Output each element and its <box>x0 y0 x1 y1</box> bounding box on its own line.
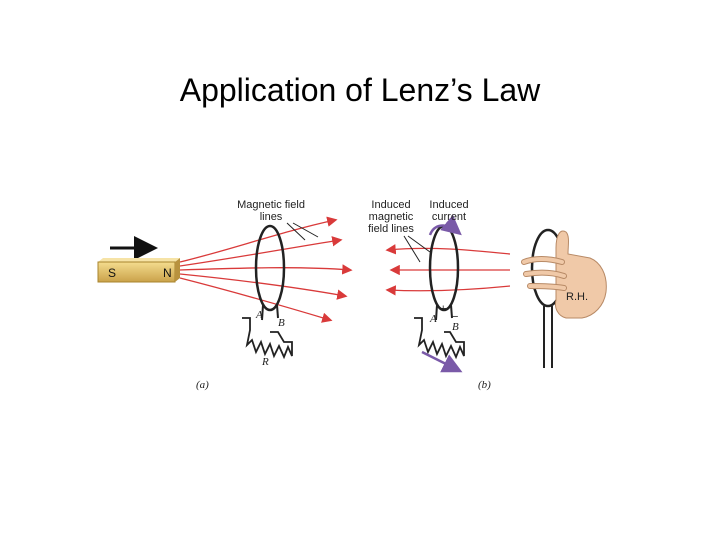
resistor-label: R <box>261 356 269 368</box>
terminal-a-label: A <box>255 309 263 321</box>
minus-sign: − <box>452 311 458 323</box>
induced-current-label-line2: current <box>432 211 466 223</box>
panel-b: Induced magnetic field lines Induced cur… <box>368 199 511 391</box>
resistor-b <box>414 317 465 360</box>
induced-field-label-line2: magnetic <box>369 211 414 223</box>
magnet-south-label: S <box>108 266 116 280</box>
terminal-b-label: B <box>278 317 285 329</box>
caption-b: (b) <box>478 379 491 391</box>
coil-loop-b <box>428 224 460 312</box>
induced-current-arrow-bottom <box>421 350 463 373</box>
right-hand-label: R.H. <box>566 291 588 303</box>
terminal-b-label-b: B <box>452 321 459 333</box>
induced-current-label-line1: Induced <box>429 199 468 211</box>
plus-sign: + <box>440 303 446 315</box>
bar-magnet <box>97 258 180 283</box>
terminal-a-label-b: A <box>429 313 437 325</box>
panel-a: S N Magnetic field lines A B R (a) <box>97 199 353 391</box>
hand-icon <box>521 230 607 319</box>
magnet-north-label: N <box>163 266 172 280</box>
induced-field-label-line1: Induced <box>371 199 410 211</box>
resistor-a <box>242 317 293 360</box>
field-label-line2: lines <box>260 211 283 223</box>
right-hand-rule: R.H. <box>521 228 607 368</box>
induced-field-label-line3: field lines <box>368 223 414 235</box>
slide-title: Application of Lenz’s Law <box>179 72 541 108</box>
caption-a: (a) <box>196 379 209 391</box>
coil-loop-a <box>254 224 286 312</box>
field-label-line1: Magnetic field <box>237 199 305 211</box>
induced-current-arrow-top <box>428 214 462 236</box>
field-lines <box>179 216 353 323</box>
induced-field-lines <box>385 244 511 296</box>
